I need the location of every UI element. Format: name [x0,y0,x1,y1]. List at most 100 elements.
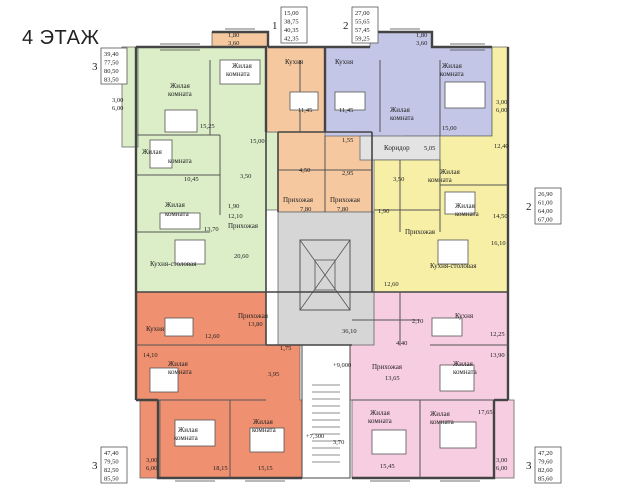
apartment-area-value: 57,45 [355,27,370,34]
apartment-area-value: 26,90 [538,191,553,198]
svg-text:комната: комната [168,157,193,165]
corridor [359,135,441,161]
lbl-p-hall: Прихожая [330,196,361,204]
lbl-k3a: Жилая [430,410,451,418]
area-k-bath: 4,40 [396,340,407,347]
area-k-kitchen: 12,25 [490,331,505,338]
apartment-area-value: 47,40 [104,450,119,457]
svg-text:Жилая: Жилая [142,148,163,156]
apartment-area-value: 38,75 [284,19,299,26]
apartment-type: 3 [92,61,98,73]
windows [160,28,485,482]
area-g-bath: 3,50 [240,173,251,180]
lbl-g1b: комната [168,90,193,98]
area-y-living-low: 14,50 [493,213,508,220]
apartment-area-value: 83,50 [104,77,119,84]
lbl-r1a: Жилая [168,360,189,368]
area-r-kitchen: 12,60 [205,333,220,340]
lbl-k2b: комната [368,417,393,425]
area-k-living-mid: 13,90 [490,352,505,359]
lbl-p2b: комната [390,114,415,122]
elevator [299,239,351,311]
svg-text:Жилая: Жилая [170,82,191,90]
apartment-type: 3 [526,460,532,472]
apartment-area-value: 59,25 [355,36,370,43]
area-g-kitchen: 20,60 [234,253,249,260]
lbl-r3b: комната [252,426,277,434]
level-low: +7,300 [306,433,324,440]
area-k-wc: 2,10 [412,318,423,325]
apartment-area-value: 42,35 [284,36,299,43]
room-labels: Жилая комната Жилая комната Жилая комнат… [142,58,480,442]
lbl-k-hall: Прихожая [372,363,403,371]
apartment-info-frame [100,446,128,484]
apartment-area-value: 85,50 [104,476,119,483]
area-core: 36,10 [342,328,357,335]
lbl-k-kitchen: Кухня [455,312,474,320]
balcony-value-bal-se: 3,00 [496,457,507,464]
area-y-hall: 12,60 [384,281,399,288]
lbl-y2b: комната [455,210,480,218]
apartment-info-frame [534,446,562,484]
balcony-value-bal-sw: 3,00 [146,457,157,464]
apartment-area-value: 82,60 [538,467,553,474]
lbl-k3b: комната [430,418,455,426]
area-o-kitchen: 11,45 [298,107,312,114]
area-p-kitchen: 11,45 [339,107,353,114]
lbl-r3a: Жилая [253,418,274,426]
area-p-hall: 7,80 [337,206,348,213]
apartment-area-value: 55,65 [355,19,370,26]
lbl-k1b: комната [453,368,478,376]
svg-text:Жилая: Жилая [165,201,186,209]
apartment-info-frame [534,187,562,225]
area-corridor: 5,05 [424,145,435,152]
lbl-o1a: Жилая [232,62,253,70]
balcony-value-bal-orange: 3,60 [228,40,239,47]
apartment-type: 2 [526,201,532,213]
apartment-type: 3 [92,460,98,472]
apartment-type: 1 [272,20,278,32]
area-y-bath: 3,50 [393,176,404,183]
lbl-g-hall: Прихожая [228,222,259,230]
area-p-wc: 1,55 [342,137,353,144]
balcony-value-bal-orange: 1,80 [228,32,239,39]
area-r-living-b: 15,15 [258,465,273,472]
area-o-bath: 4,50 [299,167,310,174]
apartment-area-value: 64,00 [538,208,553,215]
apartment-area-value: 80,50 [104,68,119,75]
lbl-p1a: Жилая [442,62,463,70]
balcony-value-bal-purple: 1,80 [416,32,427,39]
area-r-hall: 13,80 [248,321,263,328]
lbl-r2b: комната [174,434,199,442]
floor-title: 4 ЭТАЖ [22,27,100,49]
area-k-living-a: 15,45 [380,463,395,470]
lbl-y2a: Жилая [455,202,476,210]
area-stair: 3,70 [333,439,344,446]
lbl-y-hall: Прихожая [405,228,436,236]
balcony-value-bal-sw: 6,00 [146,465,157,472]
area-g-living-top: 15,25 [200,123,215,130]
apartment-area-value: 61,00 [538,200,553,207]
area-o-living: 15,00 [250,138,265,145]
lbl-r1b: комната [168,368,193,376]
area-g-wc: 1,90 [228,203,239,210]
balcony-value-bal-ne: 3,00 [496,99,507,106]
lbl-p2a: Жилая [390,106,411,114]
lbl-p1b: комната [440,70,465,78]
lbl-g2a: Жилая [142,148,163,156]
lbl-g3b: комната [165,210,190,218]
apartment-area-value: 47,20 [538,450,553,457]
lbl-o-hall: Прихожая [283,196,314,204]
lbl-k1a: Жилая [453,360,474,368]
svg-text:комната: комната [165,210,190,218]
lbl-g-kitchen: Кухня-столовая [150,260,197,268]
balcony-value-bal-se: 6,00 [496,465,507,472]
area-y-wc: 1,90 [378,208,389,215]
lbl-y1a: Жилая [440,168,461,176]
area-k-living-b: 17,65 [478,409,493,416]
lbl-r-hall: Прихожая [238,312,269,320]
lbl-g2b: комната [168,157,193,165]
